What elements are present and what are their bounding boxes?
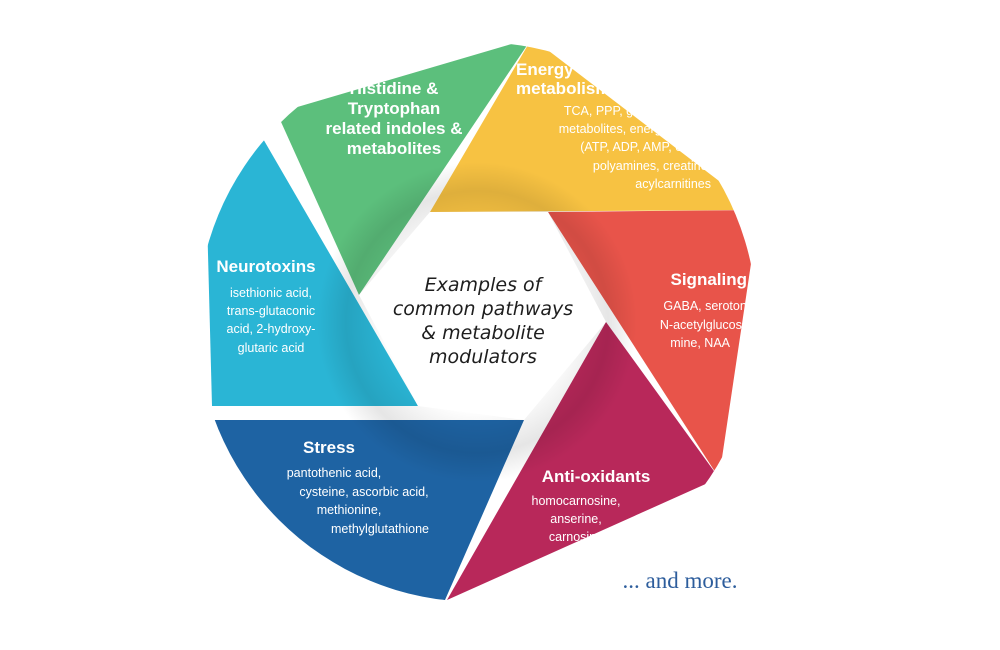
neurotoxins-body-3: acid, 2-hydroxy-: [227, 322, 316, 336]
signaling-label: Signaling GABA, serotonin, N-acetylgluco…: [660, 270, 760, 350]
histidine-title-3: related indoles &: [326, 119, 463, 138]
center-hexagon: [359, 212, 606, 420]
energy-body-5: acylcarnitines: [635, 177, 711, 191]
center-label: Examples of common pathways & metabolite…: [393, 274, 573, 368]
neurotoxins-label: Neurotoxins isethionic acid, trans-gluta…: [216, 257, 315, 355]
energy-body-2: metabolites, energy carriers: [559, 122, 713, 136]
center-line-2: common pathways: [393, 298, 573, 320]
histidine-title-4: metabolites: [347, 139, 441, 158]
stress-label: Stress pantothenic acid, cysteine, ascor…: [287, 438, 429, 536]
neurotoxins-body-1: isethionic acid,: [230, 286, 312, 300]
neurotoxins-body-2: trans-glutaconic: [227, 304, 315, 318]
neurotoxins-body-4: glutaric acid: [238, 341, 305, 355]
signaling-title: Signaling: [671, 270, 748, 289]
stress-body-3: methionine,: [317, 503, 382, 517]
center-line-4: modulators: [429, 346, 537, 368]
energy-title-2: metabolism: [516, 79, 610, 98]
histidine-label: Histidine & Tryptophan related indoles &…: [326, 79, 463, 158]
energy-body-3: (ATP, ADP, AMP, etc.),: [580, 140, 703, 154]
center-line-1: Examples of: [425, 274, 545, 296]
energy-body-4: polyamines, creatine,: [593, 159, 711, 173]
antioxidants-body-1: homocarnosine,: [532, 494, 621, 508]
stress-title: Stress: [303, 438, 355, 457]
stress-body-2: cysteine, ascorbic acid,: [299, 485, 428, 499]
energy-body-1: TCA, PPP, glycolysis, NAD: [564, 104, 713, 118]
antioxidants-label: Anti-oxidants homocarnosine, anserine, c…: [532, 467, 651, 544]
antioxidants-title: Anti-oxidants: [542, 467, 651, 486]
antioxidants-body-3: carnosine: [549, 530, 603, 544]
energy-title-1: Energy: [516, 60, 574, 79]
and-more-text: ... and more.: [623, 568, 738, 593]
stress-body-1: pantothenic acid,: [287, 466, 382, 480]
signaling-body-2: N-acetylglucosa-: [660, 318, 753, 332]
histidine-title-2: Tryptophan: [348, 99, 441, 118]
histidine-title-1: Histidine &: [350, 79, 439, 98]
antioxidants-body-2: anserine,: [550, 512, 601, 526]
stress-body-4: methylglutathione: [331, 522, 429, 536]
signaling-body-1: GABA, serotonin,: [663, 299, 760, 313]
center-line-3: & metabolite: [421, 322, 545, 344]
signaling-body-3: mine, NAA: [670, 336, 730, 350]
energy-label: Energy metabolism TCA, PPP, glycolysis, …: [516, 60, 713, 191]
neurotoxins-title: Neurotoxins: [216, 257, 315, 276]
